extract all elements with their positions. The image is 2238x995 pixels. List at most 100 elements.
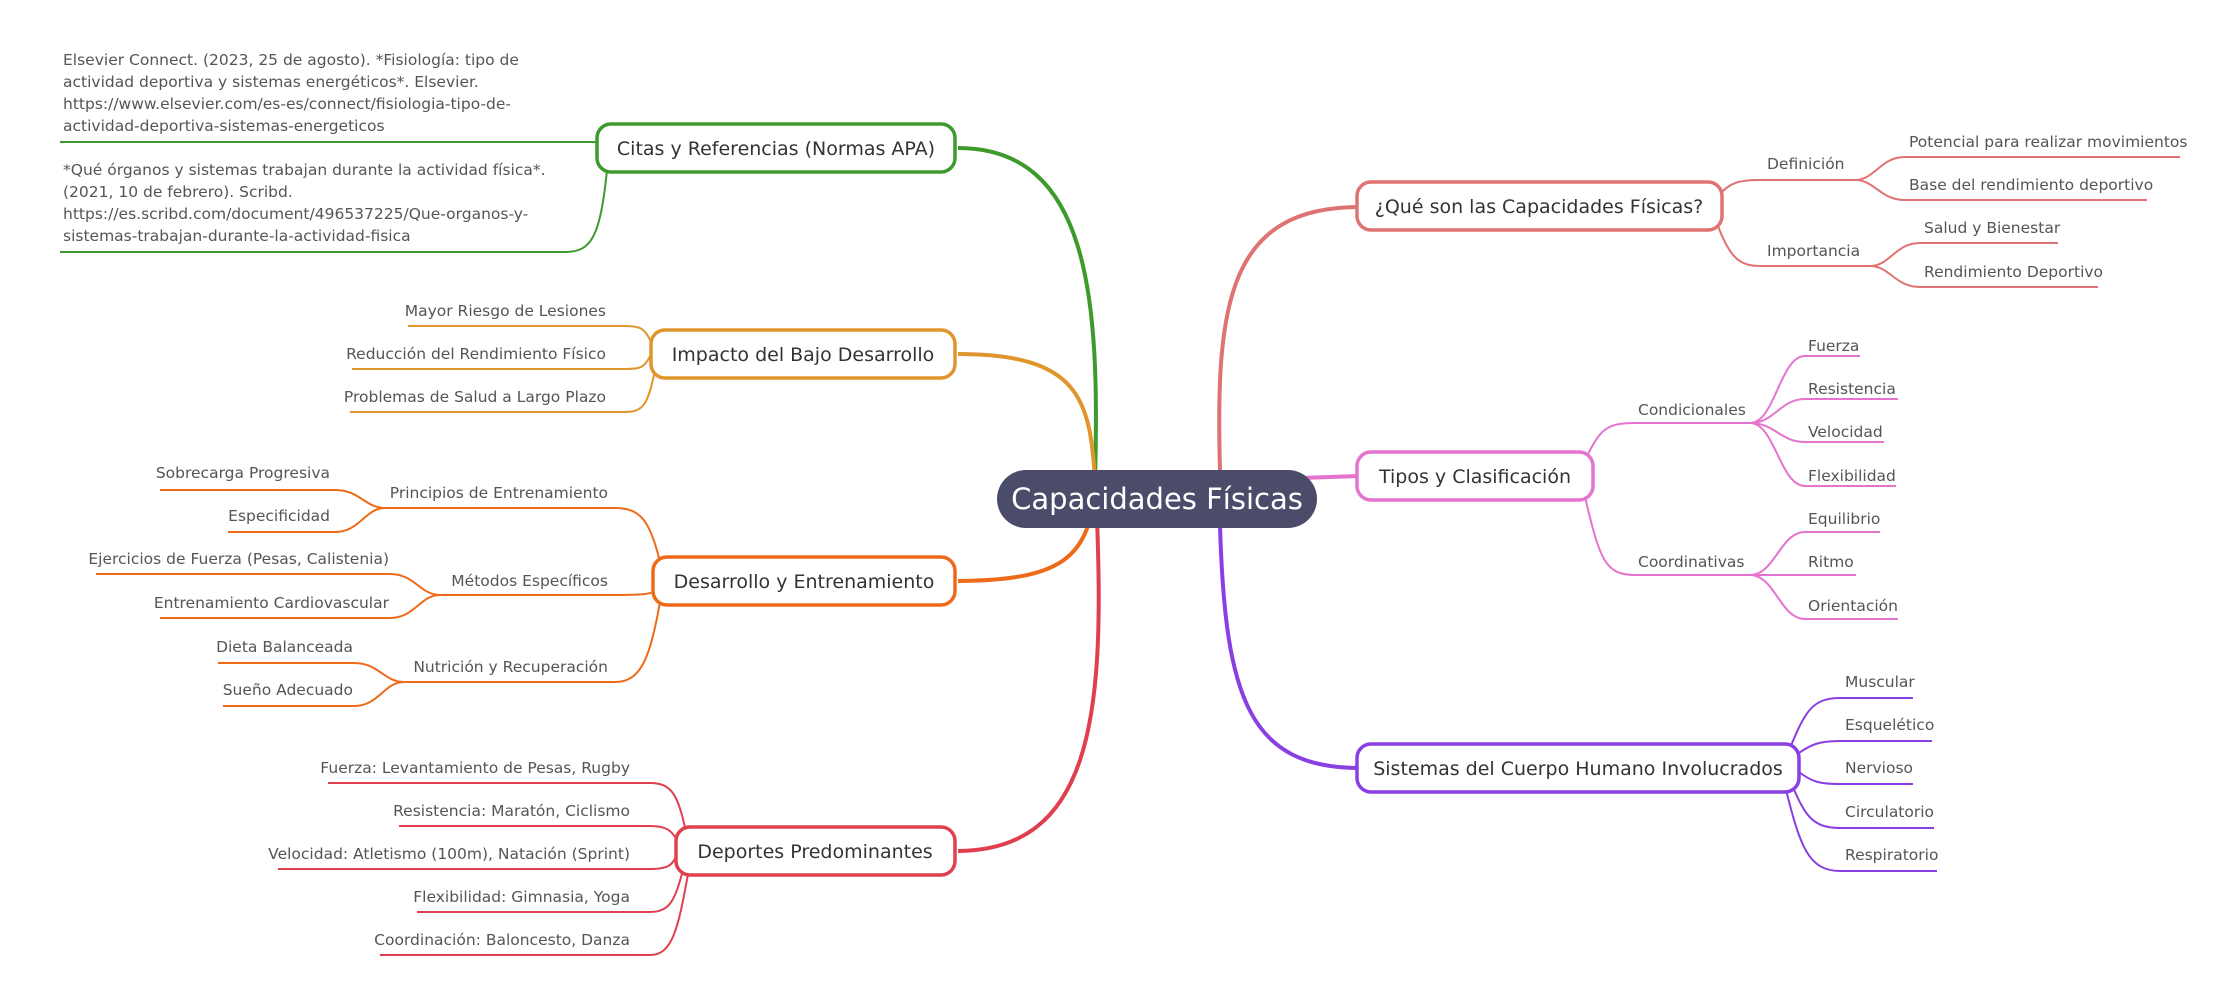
- citas-node[interactable]: Citas y Referencias (Normas APA): [595, 122, 957, 174]
- citas-label: Citas y Referencias (Normas APA): [617, 138, 935, 160]
- sistemas-leaf-5-line: [1785, 789, 1937, 872]
- nutricion-leaf-1-line: [218, 662, 405, 683]
- sistemas-leaf-4: Circulatorio: [1845, 803, 1934, 821]
- sistemas-label: Sistemas del Cuerpo Humano Involucrados: [1373, 758, 1783, 780]
- condicionales-leaf-1: Fuerza: [1808, 337, 1859, 355]
- condicionales-leaf-4-line: [1749, 422, 1896, 487]
- condicionales-leaf-4: Flexibilidad: [1808, 467, 1896, 485]
- branch-desarrollo: Desarrollo y Entrenamiento Principios de…: [88, 464, 957, 707]
- impacto-leaf-2-line: [352, 353, 652, 370]
- branch-tipos: Tipos y Clasificación Condicionales Fuer…: [1355, 337, 1898, 620]
- que-node-shape: [1355, 180, 1724, 232]
- condicionales-label: Condicionales: [1638, 401, 1746, 419]
- branch-impacto: Impacto del Bajo Desarrollo Mayor Riesgo…: [344, 302, 957, 413]
- coordinativas-leaf-3: Orientación: [1808, 597, 1898, 615]
- sistemas-leaf-1-line: [1789, 697, 1913, 749]
- definicion-leaf-1-line: [1854, 156, 2180, 181]
- deportes-label: Deportes Predominantes: [697, 841, 932, 863]
- tipos-sub-1-line: [1584, 422, 1750, 461]
- deportes-leaf-4: Flexibilidad: Gimnasia, Yoga: [413, 888, 630, 906]
- connector-root-impacto: [957, 352, 1097, 481]
- root-label: Capacidades Físicas: [1011, 482, 1303, 516]
- definicion-label: Definición: [1767, 155, 1845, 173]
- metodos-label: Métodos Específicos: [451, 572, 608, 590]
- importancia-leaf-2-line: [1869, 265, 2098, 288]
- deportes-leaf-1: Fuerza: Levantamiento de Pesas, Rugby: [320, 759, 630, 777]
- principios-leaf-2: Especificidad: [228, 507, 330, 525]
- nutricion-leaf-2-line: [223, 681, 405, 707]
- sistemas-leaf-2-line: [1795, 740, 1932, 756]
- principios-leaf-2-line: [228, 507, 386, 533]
- tipos-sub-2-line: [1584, 496, 1750, 576]
- sistemas-leaf-4-line: [1791, 784, 1934, 829]
- impacto-leaf-1-line: [408, 325, 652, 343]
- reference-item-2: *Qué órganos y sistemas trabajan durante…: [63, 161, 546, 245]
- impacto-leaf-2: Reducción del Rendimiento Físico: [346, 345, 606, 363]
- importancia-label: Importancia: [1767, 242, 1860, 260]
- ref2-line-4: sistemas-trabajan-durante-la-actividad-f…: [63, 227, 411, 245]
- importancia-leaf-1-line: [1869, 242, 2058, 267]
- ref2-line-3: https://es.scribd.com/document/496537225…: [63, 205, 528, 223]
- desarrollo-sub-3-line: [404, 601, 661, 683]
- connector-root-deportes: [957, 519, 1101, 853]
- coordinativas-leaf-1-line: [1749, 531, 1880, 576]
- tipos-node[interactable]: Tipos y Clasificación: [1355, 450, 1595, 502]
- impacto-node[interactable]: Impacto del Bajo Desarrollo: [649, 328, 957, 380]
- deportes-node-shape: [674, 825, 957, 877]
- ref2-line-1: *Qué órganos y sistemas trabajan durante…: [63, 161, 546, 179]
- root-node[interactable]: Capacidades Físicas: [997, 470, 1317, 528]
- deportes-leaf-5-line: [380, 873, 689, 956]
- metodos-leaf-1: Ejercicios de Fuerza (Pesas, Calistenia): [88, 550, 389, 568]
- deportes-leaf-5: Coordinación: Baloncesto, Danza: [374, 931, 630, 949]
- desarrollo-node[interactable]: Desarrollo y Entrenamiento: [651, 555, 957, 607]
- reference-item-1: Elsevier Connect. (2023, 25 de agosto). …: [63, 51, 519, 135]
- nutricion-leaf-2: Sueño Adecuado: [223, 681, 353, 699]
- condicionales-leaf-2: Resistencia: [1808, 380, 1896, 398]
- deportes-leaf-3: Velocidad: Atletismo (100m), Natación (S…: [268, 845, 630, 863]
- coordinativas-leaf-3-line: [1749, 574, 1898, 620]
- importancia-leaf-2: Rendimiento Deportivo: [1924, 263, 2103, 281]
- citas-node-shape: [595, 122, 957, 174]
- condicionales-leaf-3: Velocidad: [1808, 423, 1883, 441]
- root-node-shape: [997, 470, 1317, 528]
- sistemas-leaf-3: Nervioso: [1845, 759, 1913, 777]
- ref1-line-1: Elsevier Connect. (2023, 25 de agosto). …: [63, 51, 519, 69]
- sistemas-leaf-2: Esquelético: [1845, 716, 1934, 734]
- coordinativas-leaf-2: Ritmo: [1808, 553, 1854, 571]
- deportes-leaf-2-line: [399, 825, 679, 843]
- coordinativas-leaf-1: Equilibrio: [1808, 510, 1880, 528]
- impacto-label: Impacto del Bajo Desarrollo: [672, 344, 935, 366]
- definicion-leaf-2-line: [1854, 179, 2147, 201]
- que-sub-1-line: [1717, 179, 1855, 197]
- impacto-leaf-3: Problemas de Salud a Largo Plazo: [344, 388, 606, 406]
- deportes-leaf-2: Resistencia: Maratón, Ciclismo: [393, 802, 630, 820]
- impacto-node-shape: [649, 328, 957, 380]
- deportes-leaf-1-line: [328, 782, 687, 833]
- coordinativas-label: Coordinativas: [1638, 553, 1745, 571]
- connector-root-sistemas: [1218, 524, 1361, 770]
- deportes-leaf-4-line: [417, 869, 684, 913]
- que-node[interactable]: ¿Qué son las Capacidades Físicas?: [1355, 180, 1724, 232]
- branch-citas: Citas y Referencias (Normas APA) Elsevie…: [60, 51, 957, 253]
- definicion-leaf-1: Potencial para realizar movimientos: [1909, 133, 2188, 151]
- citas-ref2-connector: [60, 169, 608, 253]
- nutricion-label: Nutrición y Recuperación: [413, 658, 608, 676]
- metodos-leaf-2: Entrenamiento Cardiovascular: [154, 594, 390, 612]
- principios-leaf-1: Sobrecarga Progresiva: [156, 464, 330, 482]
- nutricion-leaf-1: Dieta Balanceada: [216, 638, 353, 656]
- principios-label: Principios de Entrenamiento: [390, 484, 608, 502]
- condicionales-leaf-2-line: [1749, 398, 1898, 424]
- connector-root-que: [1217, 205, 1361, 471]
- branch-sistemas: Sistemas del Cuerpo Humano Involucrados …: [1355, 673, 1938, 872]
- branch-que: ¿Qué son las Capacidades Físicas? Defini…: [1355, 133, 2188, 288]
- ref1-line-3: https://www.elsevier.com/es-es/connect/f…: [63, 95, 511, 113]
- tipos-label: Tipos y Clasificación: [1378, 466, 1571, 488]
- deportes-node[interactable]: Deportes Predominantes: [674, 825, 957, 877]
- definicion-leaf-2: Base del rendimiento deportivo: [1909, 176, 2153, 194]
- sistemas-leaf-5: Respiratorio: [1845, 846, 1938, 864]
- importancia-leaf-1: Salud y Bienestar: [1924, 219, 2061, 237]
- sistemas-leaf-3-line: [1798, 771, 1913, 785]
- sistemas-node[interactable]: Sistemas del Cuerpo Humano Involucrados: [1355, 742, 1801, 794]
- que-sub-2-line: [1717, 225, 1870, 267]
